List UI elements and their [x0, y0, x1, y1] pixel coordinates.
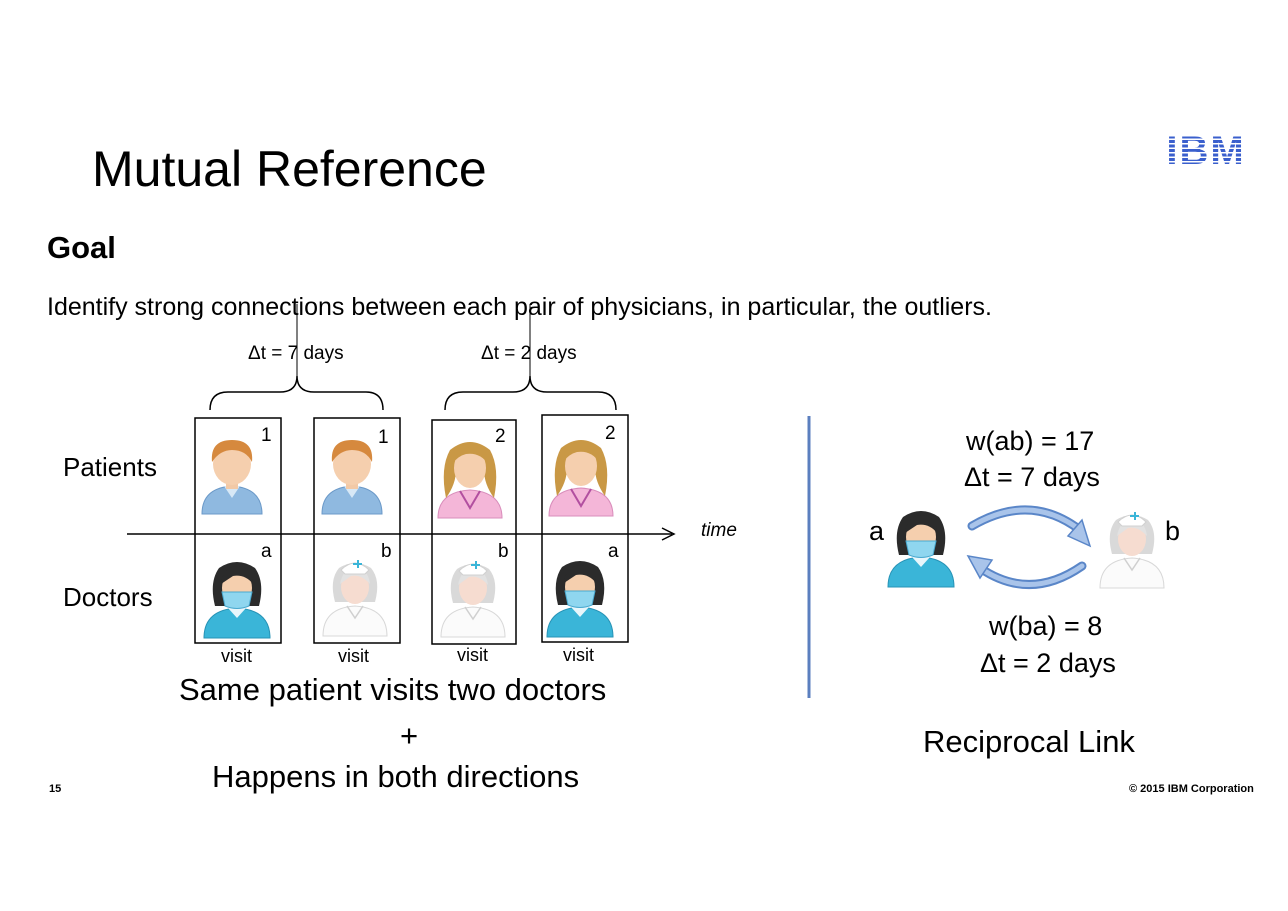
- time-axis-label: time: [701, 520, 737, 541]
- interval-left-label: Δt = 7 days: [248, 343, 344, 364]
- page-number: 15: [49, 783, 62, 795]
- doctor-a-icon: [887, 510, 955, 588]
- arrow-b-to-a-icon: [966, 555, 1087, 589]
- doctor-b-icon: [440, 560, 506, 638]
- visit-box-3: [431, 419, 517, 645]
- brace-right: [444, 375, 617, 411]
- doctor-a-icon: [546, 560, 614, 638]
- slide-title: Mutual Reference: [92, 141, 487, 197]
- visit-box-1: [194, 417, 282, 644]
- patient-index: 2: [605, 423, 616, 444]
- doctor-b-icon: [322, 559, 388, 637]
- weight-ab-label: w(ab) = 17: [966, 426, 1095, 456]
- doctor-index: b: [381, 541, 392, 562]
- patient-2-icon: [548, 439, 614, 517]
- copyright-notice: © 2015 IBM Corporation: [1129, 783, 1254, 795]
- interval-ab-label: Δt = 7 days: [964, 462, 1100, 492]
- caption-plus: +: [400, 718, 419, 753]
- row-label-patients: Patients: [63, 452, 157, 482]
- caption-line-1: Same patient visits two doctors: [179, 672, 607, 707]
- interval-ba-label: Δt = 2 days: [980, 648, 1116, 678]
- row-label-doctors: Doctors: [63, 582, 153, 612]
- brace-left: [209, 375, 384, 411]
- caption-line-2: Happens in both directions: [212, 759, 580, 794]
- time-axis-arrowhead: [661, 527, 676, 541]
- visit-label: visit: [563, 645, 594, 665]
- visit-box-2: [313, 417, 401, 644]
- reciprocal-link-caption: Reciprocal Link: [923, 724, 1135, 759]
- weight-ba-label: w(ba) = 8: [989, 611, 1103, 641]
- ibm-logo-text: IBM: [1166, 131, 1245, 167]
- doctor-b-icon: [1099, 511, 1165, 589]
- patient-2-icon: [437, 441, 503, 519]
- patient-1-icon: [321, 439, 383, 515]
- node-a-label: a: [869, 516, 885, 546]
- patient-1-icon: [201, 439, 263, 515]
- visit-label: visit: [457, 645, 488, 665]
- patient-index: 1: [378, 427, 389, 448]
- doctor-index: a: [261, 541, 272, 562]
- visit-label: visit: [221, 646, 252, 666]
- patient-index: 2: [495, 426, 506, 447]
- goal-heading: Goal: [47, 230, 116, 265]
- visit-box-4: [541, 414, 629, 643]
- doctor-index: b: [498, 541, 509, 562]
- visit-label: visit: [338, 646, 369, 666]
- interval-right-label: Δt = 2 days: [481, 343, 577, 364]
- node-b-label: b: [1165, 516, 1181, 546]
- patient-index: 1: [261, 425, 272, 446]
- doctor-a-icon: [203, 561, 271, 639]
- doctor-index: a: [608, 541, 619, 562]
- goal-text: Identify strong connections between each…: [47, 293, 992, 321]
- arrow-a-to-b-icon: [967, 505, 1092, 548]
- ibm-logo: IBM: [1160, 131, 1252, 167]
